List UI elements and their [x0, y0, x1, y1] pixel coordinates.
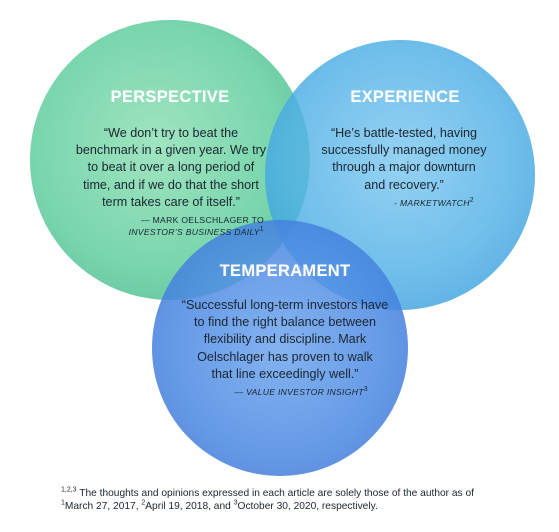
temperament-title: TEMPERAMENT [219, 262, 351, 280]
perspective-block: PERSPECTIVE [60, 88, 280, 107]
footnote-date: October 30, 2020, respectively. [237, 500, 378, 512]
temperament-cite-source: VALUE INVESTOR INSIGHT [246, 387, 364, 398]
footnote: 1,2,3 The thoughts and opinions expresse… [61, 486, 531, 514]
experience-block: EXPERIENCE [300, 88, 510, 107]
perspective-citation-source: INVESTOR’S BUSINESS DAILY1 [58, 226, 284, 238]
footnote-text: The thoughts and opinions expressed in e… [79, 488, 474, 499]
footnote-note: 3 [233, 499, 238, 507]
temperament-citation: — VALUE INVESTOR INSIGHT3 [160, 386, 410, 398]
footnote-date: March 27, 2017, [64, 500, 142, 512]
experience-cite-note: 2 [469, 196, 474, 204]
temperament-cite-prefix: — [234, 387, 244, 398]
temperament-circle [152, 220, 408, 476]
perspective-quote-line: to beat it over a long period of [87, 160, 255, 175]
perspective-citation: — MARK OELSCHLAGER TO [58, 214, 284, 226]
experience-title: EXPERIENCE [350, 88, 460, 106]
experience-cite-prefix: - [394, 197, 398, 208]
footnote-note: 2 [141, 499, 146, 507]
temperament-quote-line: flexibility and discipline. Mark [203, 332, 367, 347]
experience-quote: “He’s battle-tested, having successfully… [296, 125, 512, 209]
experience-cite-source: MARKETWATCH [399, 197, 470, 208]
perspective-quote: “We don’t try to beat the benchmark in a… [58, 125, 284, 238]
temperament-quote: “Successful long-term investors have to … [160, 297, 410, 398]
perspective-cite-note: 1 [259, 226, 264, 234]
experience-quote-line: and recovery.” [364, 177, 444, 192]
perspective-quote-line: “We don’t try to beat the [103, 126, 239, 140]
temperament-quote-line: that line exceedingly well.” [211, 366, 359, 381]
perspective-cite-prefix: — MARK OELSCHLAGER TO [141, 215, 264, 226]
footnote-line-1: 1,2,3 The thoughts and opinions expresse… [61, 486, 531, 501]
experience-citation: - MARKETWATCH2 [296, 197, 512, 209]
temperament-quote-line: Oelschlager has proven to walk [197, 349, 373, 364]
temperament-block: TEMPERAMENT [170, 262, 400, 281]
experience-quote-line: “He’s battle-tested, having [330, 126, 478, 140]
perspective-cite-source: INVESTOR’S BUSINESS DAILY [128, 227, 260, 238]
experience-quote-line: through a major downturn [332, 160, 476, 175]
experience-quote-line: successfully managed money [321, 143, 487, 158]
footnote-markers: 1,2,3 [61, 486, 77, 494]
perspective-quote-line: term takes care of itself.” [102, 194, 240, 209]
footnote-date: April 19, 2018, and [145, 500, 234, 512]
footnote-note: 1 [61, 499, 65, 507]
perspective-quote-line: time, and if we do that the short [83, 177, 259, 192]
perspective-quote-line: benchmark in a given year. We try [75, 143, 267, 158]
perspective-title: PERSPECTIVE [110, 88, 230, 106]
temperament-quote-line: “Successful long-term investors have [181, 298, 389, 312]
temperament-cite-note: 3 [363, 386, 368, 394]
footnote-line-2: 1March 27, 2017, 2April 19, 2018, and 3O… [61, 499, 531, 514]
temperament-quote-line: to find the right balance between [193, 315, 377, 330]
